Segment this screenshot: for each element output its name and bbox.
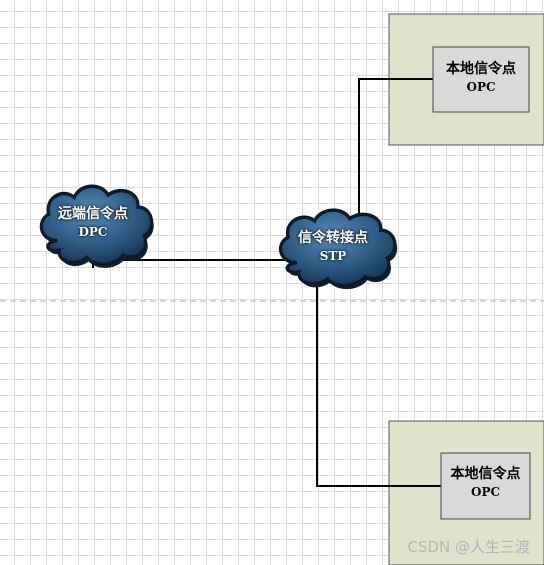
stp-name: 信令转接点 (298, 230, 368, 246)
dpc-code: DPC (78, 224, 108, 239)
stp-code: STP (319, 248, 347, 263)
opc-box-bottom[interactable] (440, 452, 531, 520)
link-stp-opc-bottom (316, 286, 441, 487)
dpc-label: 远端信令点 DPC (46, 205, 140, 240)
opc-bottom-name: 本地信令点 (450, 466, 521, 482)
opc-box-top[interactable] (432, 46, 530, 113)
dpc-name: 远端信令点 (58, 206, 128, 222)
opc-top-label: 本地信令点 OPC (433, 60, 529, 95)
opc-bottom-code: OPC (470, 484, 501, 499)
opc-top-code: OPC (466, 79, 496, 94)
opc-top-name: 本地信令点 (446, 61, 516, 77)
opc-bottom-label: 本地信令点 OPC (441, 465, 530, 500)
stp-label: 信令转接点 STP (285, 229, 381, 264)
link-stp-opc-top (358, 78, 433, 234)
watermark: CSDN @人生三渡 (407, 538, 530, 556)
